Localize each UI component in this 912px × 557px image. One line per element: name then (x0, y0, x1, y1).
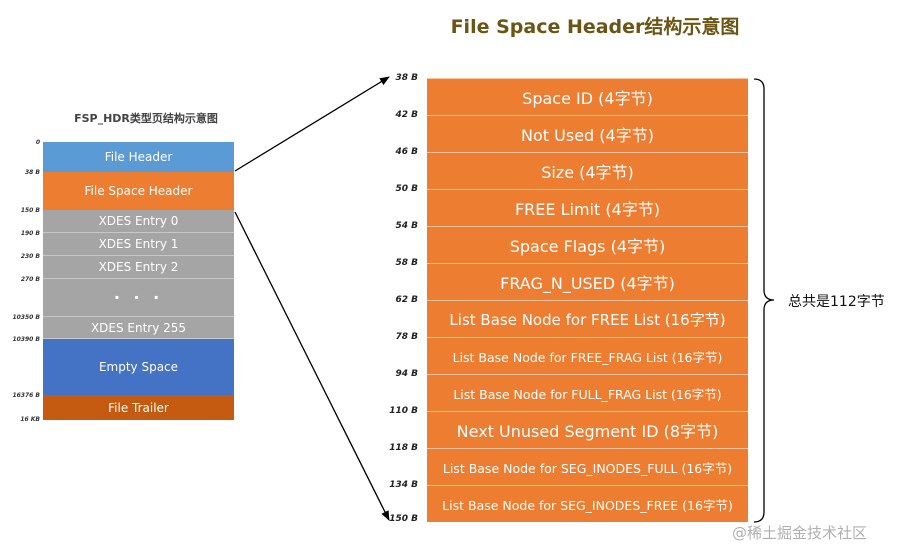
xdes-entry-255-label: XDES Entry 255 (90, 320, 187, 335)
total-brace (753, 78, 775, 523)
field-free-list: List Base Node for FREE List (16字节) (427, 300, 748, 337)
right-offset-label: 42 B (395, 110, 418, 120)
right-offset-label: 50 B (395, 184, 418, 194)
file-space-header-block: File Space Header (43, 172, 234, 210)
right-offset-label: 94 B (395, 369, 418, 379)
field-label: Next Unused Segment ID (8字节) (456, 422, 719, 441)
left-offset-label: 190 B (20, 230, 40, 237)
file-header-block: File Header (43, 142, 234, 172)
xdes-entry-2-label: XDES Entry 2 (98, 260, 179, 274)
xdes-entry-1-label: XDES Entry 1 (98, 237, 179, 251)
empty-space-label: Empty Space (98, 360, 179, 374)
ellipsis-label: · · · (113, 288, 164, 307)
xdes-entry-1-block: XDES Entry 1 (43, 233, 234, 256)
field-label: Size (4字节) (541, 163, 634, 182)
expand-arrow-bottom (234, 211, 390, 521)
field-label: List Base Node for SEG_INODES_FREE (16字节… (442, 497, 733, 513)
ellipsis-block: · · · (43, 279, 234, 317)
field-seg-inodes-full: List Base Node for SEG_INODES_FULL (16字节… (427, 448, 748, 485)
file-header-label: File Header (104, 150, 173, 164)
left-offset-label: 10390 B (12, 336, 40, 343)
left-offset-label: 270 B (20, 276, 40, 283)
field-frag-n-used: FRAG_N_USED (4字节) (427, 263, 748, 300)
field-free-limit: FREE Limit (4字节) (427, 189, 748, 226)
left-offset-label: 10350 B (12, 314, 40, 321)
field-size: Size (4字节) (427, 152, 748, 189)
field-label: Not Used (4字节) (521, 126, 654, 145)
field-not-used: Not Used (4字节) (427, 115, 748, 152)
file-space-header-label: File Space Header (84, 184, 193, 198)
file-trailer-block: File Trailer (43, 395, 234, 420)
right-offset-label: 58 B (395, 258, 418, 268)
field-free-frag-list: List Base Node for FREE_FRAG List (16字节) (427, 337, 748, 374)
right-offset-label: 78 B (395, 332, 418, 342)
watermark: @稀土掘金技术社区 (732, 524, 868, 542)
xdes-entry-0-block: XDES Entry 0 (43, 210, 234, 233)
right-offset-label: 118 B (389, 443, 418, 453)
right-offset-label: 150 B (389, 514, 418, 524)
field-label: List Base Node for FULL_FRAG List (16字节) (453, 386, 722, 402)
field-label: FRAG_N_USED (4字节) (500, 274, 675, 293)
field-seg-inodes-free: List Base Node for SEG_INODES_FREE (16字节… (427, 485, 748, 522)
left-offset-label: 0 (35, 139, 40, 146)
field-space-flags: Space Flags (4字节) (427, 226, 748, 263)
field-label: Space Flags (4字节) (509, 237, 666, 256)
left-offset-label: 230 B (20, 253, 40, 260)
empty-space-block: Empty Space (43, 339, 234, 395)
field-label: Space ID (4字节) (522, 89, 653, 108)
left-offset-label: 16376 B (12, 392, 40, 399)
field-label: List Base Node for SEG_INODES_FULL (16字节… (442, 460, 733, 476)
total-size-label: 总共是112字节 (788, 294, 885, 310)
diagram-title: File Space Header结构示意图 (450, 16, 740, 38)
xdes-entry-0-label: XDES Entry 0 (98, 214, 179, 228)
xdes-entry-2-block: XDES Entry 2 (43, 256, 234, 279)
expand-arrow-top (234, 76, 390, 172)
right-offset-label: 110 B (389, 406, 418, 416)
right-offset-label: 46 B (395, 147, 418, 157)
right-offset-label: 62 B (395, 295, 418, 305)
right-offset-label: 38 B (395, 73, 418, 83)
file-trailer-label: File Trailer (108, 400, 169, 415)
xdes-entry-255-block: XDES Entry 255 (43, 317, 234, 339)
field-next-unused-segment-id: Next Unused Segment ID (8字节) (427, 411, 748, 448)
field-space-id: Space ID (4字节) (427, 78, 748, 115)
field-full-frag-list: List Base Node for FULL_FRAG List (16字节) (427, 374, 748, 411)
field-label: List Base Node for FREE_FRAG List (16字节) (452, 349, 723, 365)
field-label: FREE Limit (4字节) (514, 200, 661, 219)
left-offset-label: 38 B (24, 169, 40, 176)
left-offset-label: 16 KB (20, 416, 40, 423)
right-offset-label: 54 B (395, 221, 418, 231)
page-structure-title: FSP_HDR类型页结构示意图 (74, 112, 218, 125)
field-label: List Base Node for FREE List (16字节) (449, 310, 726, 329)
right-offset-label: 134 B (389, 480, 418, 490)
left-offset-label: 150 B (20, 207, 40, 214)
